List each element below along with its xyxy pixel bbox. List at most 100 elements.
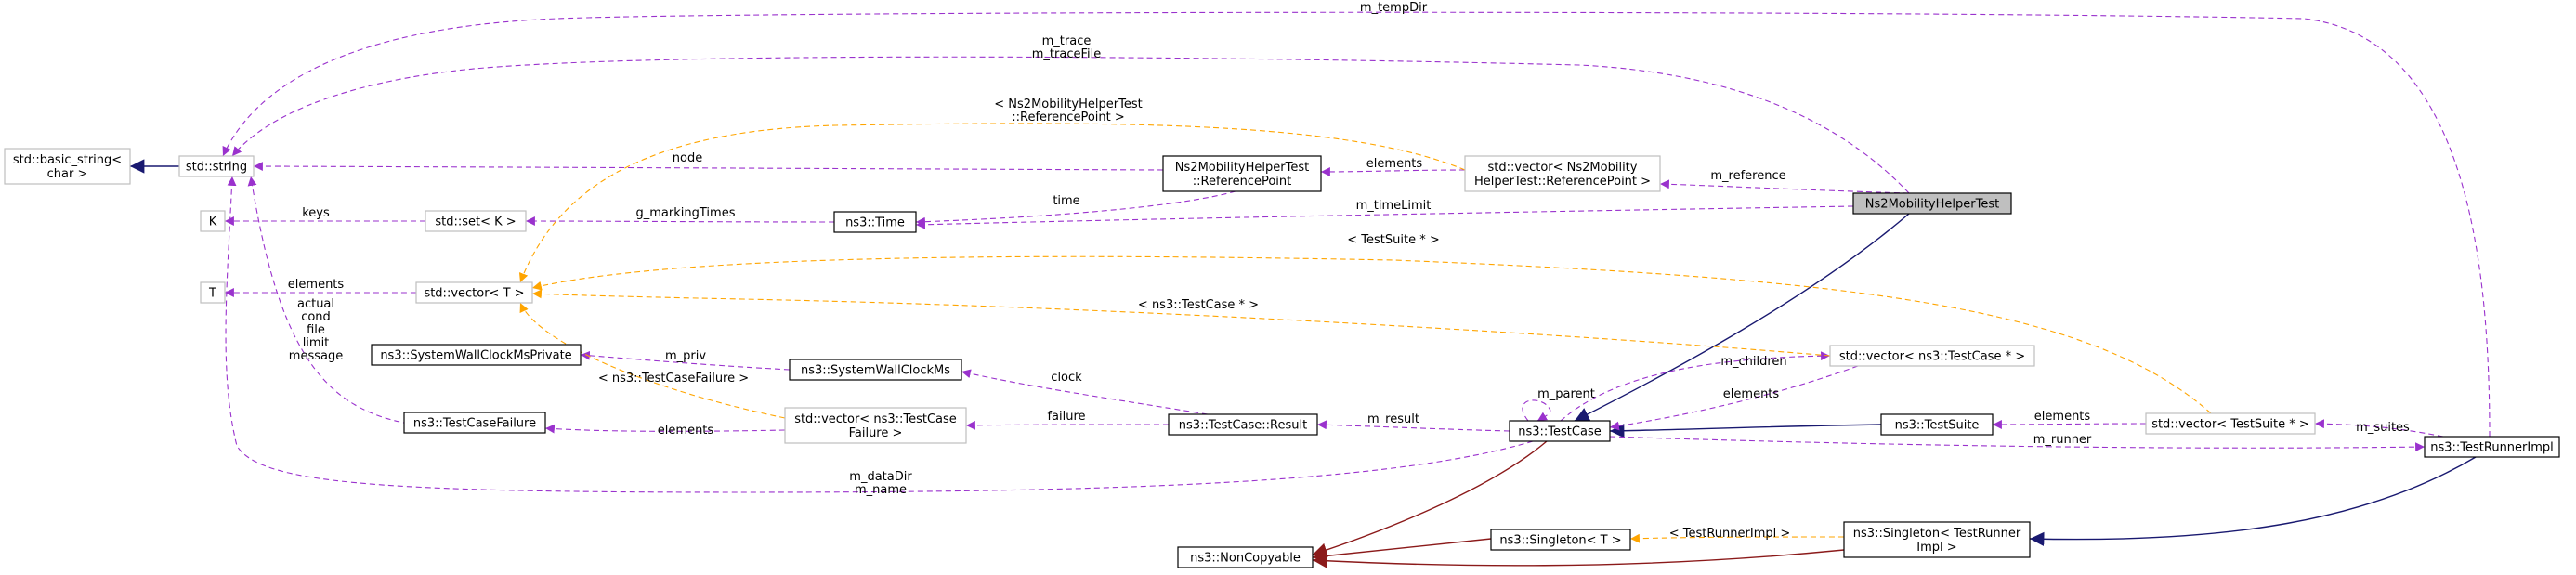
class-node-t: T (200, 281, 226, 304)
edge-label-m-runner: m_runner (2033, 433, 2092, 447)
edge-label-tmpl-failure: < ns3::TestCaseFailure > (598, 372, 749, 386)
class-node-noncopyable[interactable]: ns3::NonCopyable (1177, 546, 1314, 568)
e-singr-noncopy-edge (1312, 549, 1845, 568)
edge-label-marking-times: g_markingTimes (636, 206, 736, 220)
class-node-testcase[interactable]: ns3::TestCase (1509, 420, 1611, 442)
class-node-focus[interactable]: Ns2MobilityHelperTest (1852, 192, 2012, 215)
e-trace-edge (231, 56, 1910, 194)
edge-label-line: m_timeLimit (1356, 199, 1432, 213)
class-node-time[interactable]: ns3::Time (833, 211, 917, 233)
edge-label-line: cond (301, 310, 331, 324)
class-node-label-line: ns3::TestCase (1518, 425, 1601, 439)
e-tmpl-runner-edge (1629, 533, 1845, 543)
class-node-label: std::vector< TestSuite * > (2151, 418, 2309, 432)
class-node-runnerimpl[interactable]: ns3::TestRunnerImpl (2424, 436, 2560, 458)
e-mparent-edge (1522, 399, 1551, 422)
edge-label-tmpl-runner: < TestRunnerImpl > (1669, 527, 1791, 541)
class-node-label-line: std::vector< Ns2Mobility (1488, 161, 1638, 175)
class-node-swc-private[interactable]: ns3::SystemWallClockMsPrivate (371, 344, 582, 366)
class-node-swc[interactable]: ns3::SystemWallClockMs (789, 359, 962, 381)
e-tmpl-suite-edge (531, 255, 2212, 414)
e-testcase-noncopy-edge (1312, 440, 1548, 557)
class-node-box (1829, 345, 2035, 367)
class-node-label: ns3::Time (845, 216, 905, 230)
class-node-box (1843, 521, 2031, 558)
class-node-label-line: ns3::TestCase::Result (1179, 419, 1307, 433)
class-node-box (1464, 155, 1661, 192)
edge-label-m-suites: m_suites (2356, 421, 2410, 435)
class-node-testcasefailure[interactable]: ns3::TestCaseFailure (403, 412, 546, 434)
class-node-label: ns3::TestCaseFailure (413, 417, 536, 431)
e-mreference-edge (1659, 179, 1910, 194)
e-msuites-edge (2314, 419, 2444, 438)
class-node-testsuite[interactable]: ns3::TestSuite (1880, 413, 1994, 436)
edge-label-line: limit (303, 336, 330, 350)
class-node-label: ns3::NonCopyable (1190, 552, 1301, 566)
class-node-box (2424, 436, 2560, 458)
class-node-label: ns3::TestCase (1518, 425, 1601, 439)
edge-label-line: m_result (1367, 412, 1419, 426)
edge-label-line: file (307, 323, 325, 337)
class-node-label: std::vector< ns3::TestCase * > (1839, 350, 2025, 364)
edge-label-tc-elements: elements (1723, 387, 1780, 401)
class-node-singleton-t[interactable]: ns3::Singleton< T > (1490, 529, 1631, 551)
class-node-box (178, 155, 255, 177)
edge-label-line: m_name (855, 483, 907, 497)
edge-label-line: m_runner (2033, 433, 2092, 447)
edge-label-line: clock (1051, 371, 1082, 385)
class-node-vector-suite: std::vector< TestSuite * > (2145, 412, 2316, 435)
e-timelimit-edge (915, 205, 1854, 229)
class-node-label-line: ns3::Singleton< TestRunner (1853, 527, 2021, 541)
class-node-label-line: ns3::Singleton< T > (1499, 534, 1621, 548)
edge-label-line: m_suites (2356, 421, 2410, 435)
edge-label-line: m_traceFile (1032, 47, 1101, 61)
class-node-label: std::vector< T > (424, 287, 524, 301)
class-node-box (789, 359, 962, 381)
edge-label-line: node (673, 151, 702, 165)
class-node-set: std::set< K > (425, 210, 527, 232)
edge-label-m-parent: m_parent (1537, 387, 1595, 401)
class-node-box (833, 211, 917, 233)
class-node-box (200, 210, 226, 232)
edge-label-line: elements (2034, 410, 2091, 424)
class-node-label-line: T (208, 287, 216, 301)
class-node-box (1852, 192, 2012, 215)
e-mrunner-edge (1609, 436, 2426, 452)
edge-label-line: elements (288, 278, 345, 292)
edge-label-line: elements (1366, 157, 1423, 171)
class-node-label-line: ::ReferencePoint (1193, 175, 1292, 189)
e-mpriv-edge (580, 350, 791, 371)
edge-label-temp-dir: m_tempDir (1360, 1, 1428, 15)
class-node-result[interactable]: ns3::TestCase::Result (1168, 413, 1318, 436)
e-runner-singleton-edge (2029, 456, 2477, 547)
class-node-label: K (209, 216, 217, 229)
class-node-label-line: ns3::TestSuite (1895, 419, 1980, 433)
edge-label-clock: clock (1051, 371, 1082, 385)
class-node-box (1490, 529, 1631, 551)
e-node-edge (253, 162, 1164, 171)
class-node-label-line: char > (47, 167, 88, 181)
edge-label-line: < TestSuite * > (1347, 233, 1439, 247)
class-node-box (371, 344, 582, 366)
edge-label-line: message (289, 349, 343, 363)
edge-label-line: elements (1723, 387, 1780, 401)
e-suiteelem-edge (1992, 420, 2147, 429)
class-node-box (1177, 546, 1314, 568)
class-node-refpoint[interactable]: Ns2MobilityHelperTest::ReferencePoint (1162, 155, 1322, 192)
class-node-label: ns3::Singleton< T > (1499, 534, 1621, 548)
e-focus-testcase-edge (1574, 213, 1910, 422)
edge-label-m-reference: m_reference (1710, 169, 1785, 183)
class-node-box (1168, 413, 1318, 436)
class-node-box (784, 407, 967, 444)
class-node-label-line: ns3::TestCaseFailure (413, 417, 536, 431)
class-node-vector-testcase: std::vector< ns3::TestCase * > (1829, 345, 2035, 367)
e-singt-noncopy-edge (1312, 538, 1492, 564)
class-node-label-line: std::vector< ns3::TestCase * > (1839, 350, 2025, 364)
edge-label-failure-elements: elements (658, 424, 714, 438)
